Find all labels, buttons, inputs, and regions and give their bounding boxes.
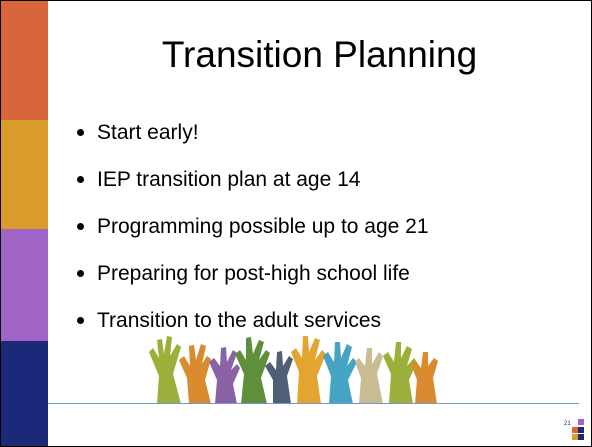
corner-square-icon: [572, 427, 578, 433]
raised-hand-icon: [355, 348, 383, 404]
corner-square-icon: [572, 434, 578, 440]
raised-hand-icon: [235, 337, 270, 404]
raised-hand-icon: [291, 336, 326, 404]
raised-hands-illustration: [149, 336, 438, 404]
bullet-text: IEP transition plan at age 14: [97, 168, 361, 191]
bullet-text: Start early!: [97, 121, 199, 144]
raised-hand-icon: [209, 347, 240, 404]
raised-hand-icon: [383, 342, 417, 404]
bullet-text: Programming possible up to age 21: [97, 215, 429, 238]
sidebar-band-navy: [1, 341, 48, 446]
slide-number: 21: [564, 421, 571, 427]
footer-rule: [48, 403, 579, 404]
bullet-dot-icon: [77, 223, 84, 230]
bullet-dot-icon: [77, 270, 84, 277]
bullet-text: Preparing for post-high school life: [97, 262, 410, 285]
raised-hand-icon: [149, 336, 181, 404]
corner-square-icon: [578, 419, 584, 425]
raised-hand-icon: [411, 352, 438, 404]
raised-hand-icon: [323, 342, 357, 404]
slide-title: Transition Planning: [161, 34, 478, 75]
sidebar-band-orange: [1, 1, 48, 120]
sidebar-band-gold: [1, 120, 48, 229]
sidebar-band-purple: [1, 229, 48, 341]
corner-square-icon: [578, 434, 584, 440]
corner-square-icon: [578, 427, 584, 433]
raised-hand-icon: [265, 351, 293, 404]
bullet-dot-icon: [77, 317, 84, 324]
bullet-dot-icon: [77, 176, 84, 183]
raised-hand-icon: [179, 344, 211, 404]
bullet-text: Transition to the adult services: [97, 309, 382, 332]
bullet-dot-icon: [77, 129, 84, 136]
